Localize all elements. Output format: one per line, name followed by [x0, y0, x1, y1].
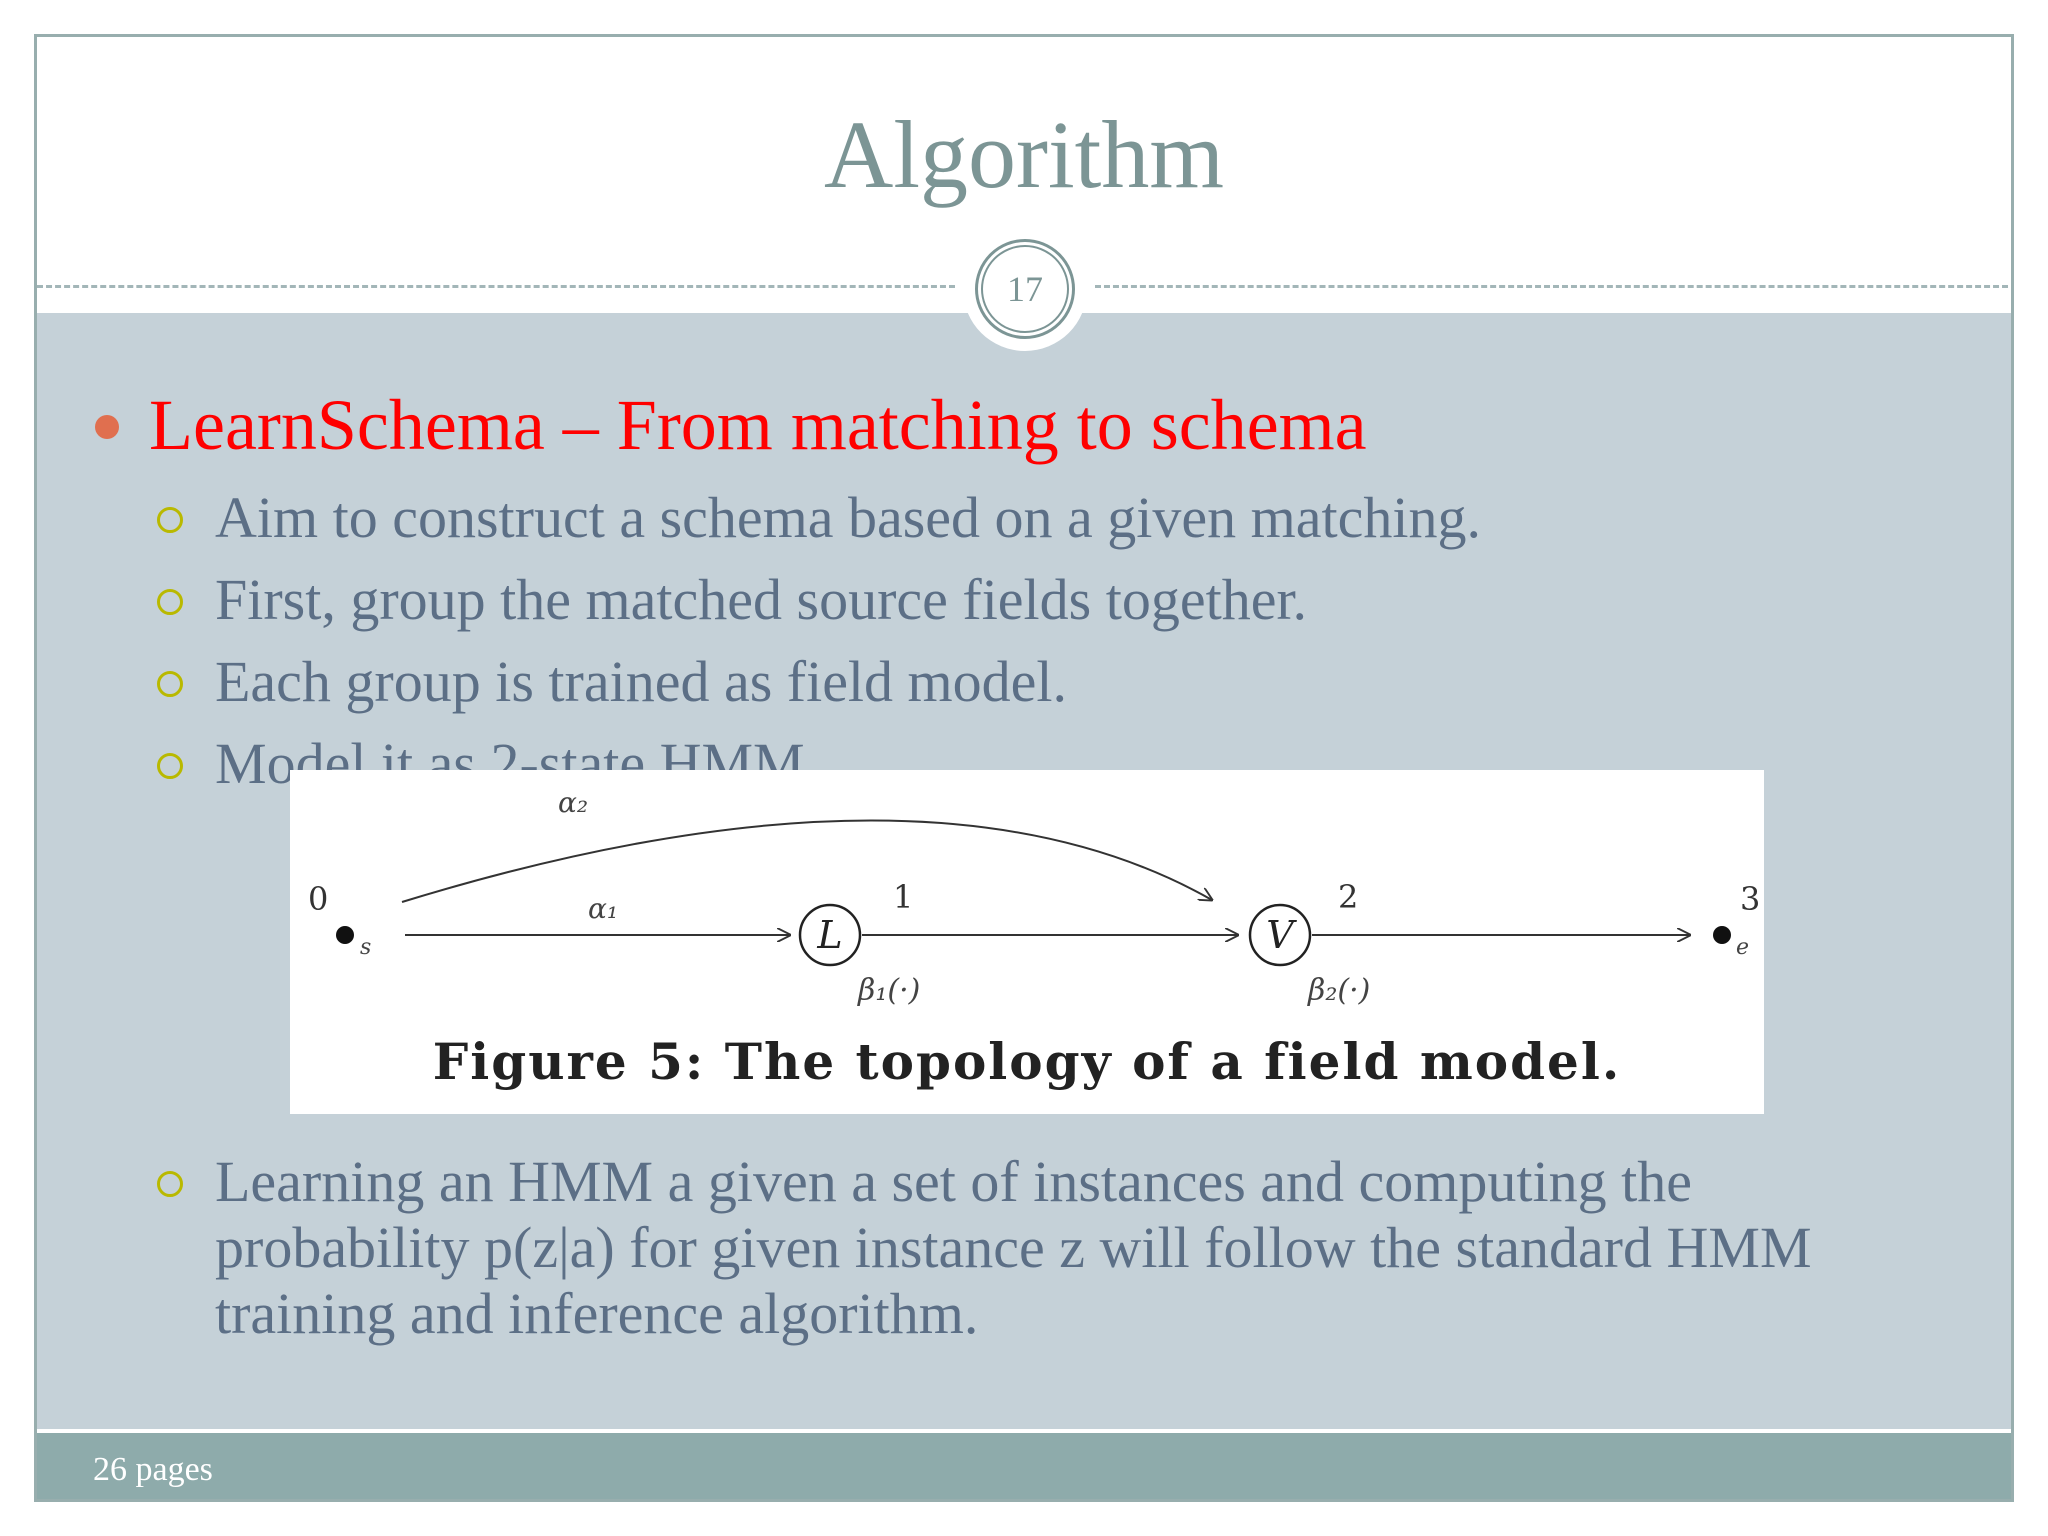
- alpha1-label: α₁: [588, 892, 618, 925]
- page-count: 26 pages: [93, 1451, 213, 1488]
- state-L-label: L: [816, 913, 842, 957]
- state-number-3: 3: [1740, 880, 1760, 918]
- beta1-label: β₁(·): [857, 973, 920, 1008]
- sub-bullet-icon: [157, 1171, 183, 1197]
- sub-bullet-1: Aim to construct a schema based on a giv…: [215, 485, 1481, 550]
- sub-bullet-icon: [157, 753, 183, 779]
- slide-heading: LearnSchema – From matching to schema: [149, 385, 1367, 465]
- slide-footer: 26 pages: [37, 1433, 2011, 1499]
- field-model-diagram: 0 s α₁ α₂ L 1 β₁(·) V 2 β₂(·) e 3: [308, 786, 1760, 1008]
- sub-bullet-2: First, group the matched source fields t…: [215, 567, 1308, 632]
- state-number-0: 0: [308, 880, 328, 918]
- beta2-label: β₂(·): [1307, 973, 1370, 1008]
- state-L-node: [798, 903, 862, 967]
- end-state-node: [1713, 926, 1731, 944]
- sub-bullet-5: Learning an HMM a given a set of instanc…: [215, 1149, 1812, 1346]
- field-model-figure: 0 s α₁ α₂ L 1 β₁(·) V 2 β₂(·) e 3 Figure…: [290, 770, 1764, 1114]
- alpha2-label: α₂: [558, 786, 588, 819]
- state-number-2: 2: [1338, 878, 1358, 916]
- slide-title: Algorithm: [824, 101, 1224, 208]
- page-number: 17: [981, 245, 1069, 333]
- slide: Algorithm 17 LearnSchema – From matching…: [34, 34, 2014, 1502]
- start-state-node: [336, 926, 354, 944]
- sub-bullet-icon: [157, 589, 183, 615]
- title-divider-right: [1095, 285, 2011, 288]
- page-number-badge: 17: [963, 227, 1087, 351]
- state-V-node: [1248, 903, 1312, 967]
- edge-start-to-V: [401, 819, 1212, 903]
- sub-bullet-icon: [157, 507, 183, 533]
- state-V-label: V: [1266, 913, 1297, 957]
- sub-bullet-icon: [157, 671, 183, 697]
- sub-bullet-3: Each group is trained as field model.: [215, 649, 1068, 714]
- end-label: e: [1736, 935, 1749, 960]
- start-label: s: [360, 935, 371, 960]
- state-number-1: 1: [893, 878, 913, 916]
- title-divider-left: [37, 285, 955, 288]
- figure-caption: Figure 5: The topology of a field model.: [432, 1032, 1622, 1091]
- heading-bullet-icon: [95, 415, 119, 439]
